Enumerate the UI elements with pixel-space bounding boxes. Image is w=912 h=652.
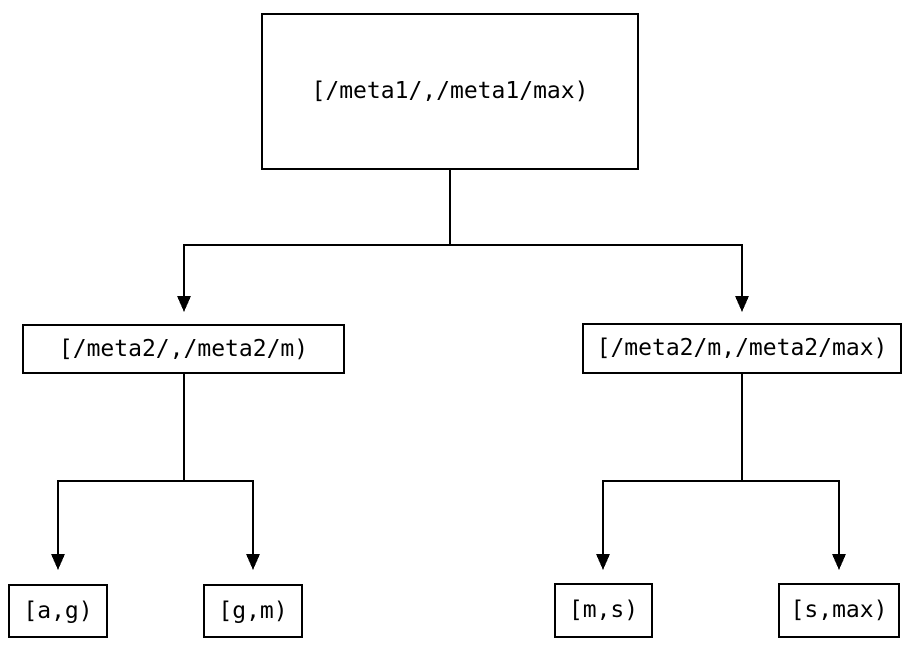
arrow-down-icon xyxy=(596,554,610,570)
right-subtree-connector xyxy=(596,374,846,570)
node-label: [/meta2/m,/meta2/max) xyxy=(596,335,888,361)
node-meta2-left-range: [/meta2/,/meta2/m) xyxy=(22,324,345,374)
node-leaf-m-s: [m,s) xyxy=(554,583,653,638)
node-leaf-s-max: [s,max) xyxy=(778,583,900,638)
node-root-range: [/meta1/,/meta1/max) xyxy=(261,13,639,170)
connector-line xyxy=(57,374,254,556)
arrow-down-icon xyxy=(177,296,191,312)
node-label: [m,s) xyxy=(568,597,639,623)
node-label: [a,g) xyxy=(23,597,93,624)
root-to-children-connector xyxy=(177,170,749,312)
node-meta2-right-range: [/meta2/m,/meta2/max) xyxy=(582,323,902,374)
arrow-down-icon xyxy=(735,296,749,312)
connector-line xyxy=(602,374,840,556)
node-label: [/meta1/,/meta1/max) xyxy=(311,78,589,104)
node-label: [/meta2/,/meta2/m) xyxy=(58,335,309,362)
node-label: [s,max) xyxy=(790,597,888,623)
arrow-down-icon xyxy=(832,554,846,570)
node-leaf-g-m: [g,m) xyxy=(203,584,303,638)
arrow-down-icon xyxy=(246,554,260,570)
connector-line xyxy=(183,170,743,298)
left-subtree-connector xyxy=(51,374,260,570)
arrow-down-icon xyxy=(51,554,65,570)
node-label: [g,m) xyxy=(218,597,288,624)
node-leaf-a-g: [a,g) xyxy=(8,584,108,638)
